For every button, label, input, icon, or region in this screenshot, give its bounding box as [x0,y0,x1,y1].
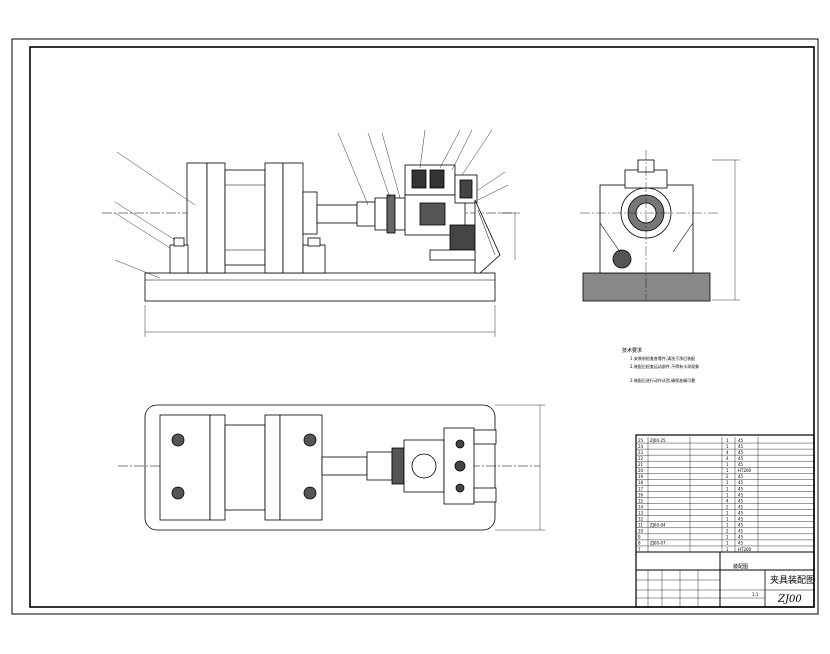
part-material: 45 [738,450,744,455]
tech-requirement-1: 1.安装前检查各零件,清洗干净后装配 [630,355,695,361]
part-code: ZJ00-25 [650,438,666,443]
part-code: ZJ00-07 [650,541,666,546]
part-no: 18 [638,480,644,485]
part-qty: 2 [726,474,729,479]
inner-frame [29,46,815,608]
part-qty: 4 [726,498,729,503]
part-no: 9 [638,535,641,540]
part-material: 45 [738,486,744,491]
part-material: 45 [738,523,744,528]
part-qty: 1 [726,541,729,546]
part-no: 25 [638,438,644,443]
part-no: 13 [638,510,644,515]
part-qty: 1 [726,517,729,522]
part-qty: 1 [726,510,729,515]
part-no: 17 [638,486,644,491]
part-material: 45 [738,462,744,467]
drawing-block-label: 装配图 [733,563,748,570]
part-qty: 1 [726,492,729,497]
tech-requirements: 技术要求 1.安装前检查各零件,清洗干净后装配 2.装配后检查运动部件,不得有卡… [622,347,699,383]
part-no: 21 [638,462,644,467]
part-no: 22 [638,456,644,461]
part-qty: 1 [726,535,729,540]
tech-requirement-3: 3.装配后进行动作试验,确保准确可靠 [630,377,695,383]
part-no: 15 [638,498,644,503]
part-no: 23 [638,450,644,455]
part-no: 8 [638,541,641,546]
title-block [635,434,815,608]
part-no: 16 [638,492,644,497]
part-qty: 1 [726,480,729,485]
part-material: 45 [738,517,744,522]
tech-requirement-2: 2.装配后检查运动部件,不得有卡滞现象 [630,363,699,369]
drawing-scale: 1:1 [752,592,759,597]
top-view [118,404,545,531]
part-code: ZJ00-04 [650,523,666,528]
part-material: 45 [738,535,744,540]
part-qty: 1 [726,547,729,552]
part-qty: 1 [726,462,729,467]
part-no: 20 [638,468,644,473]
part-qty: 1 [726,486,729,491]
part-material: 45 [738,541,744,546]
part-material: 45 [738,474,744,479]
part-no: 14 [638,504,644,509]
part-no: 24 [638,444,644,449]
part-qty: 1 [726,523,729,528]
part-material: 45 [738,456,744,461]
tech-requirements-heading: 技术要求 [622,347,642,354]
part-no: 10 [638,529,644,534]
part-qty: 1 [726,444,729,449]
part-material: 45 [738,444,744,449]
part-qty: 2 [726,504,729,509]
part-material: 45 [738,492,744,497]
part-material: HT200 [738,468,752,473]
part-material: HT200 [738,547,752,552]
part-no: 12 [638,517,644,522]
front-view [102,129,520,337]
part-qty: 4 [726,456,729,461]
side-view [580,150,740,302]
part-no: 19 [638,474,644,479]
part-material: 45 [738,438,744,443]
drawing-title: 夹具装配图 [770,574,815,586]
part-no: 7 [638,547,641,552]
part-qty: 4 [726,450,729,455]
part-material: 45 [738,504,744,509]
part-material: 45 [738,480,744,485]
drawing-code: ZJ00 [777,594,802,605]
part-no: 11 [638,523,644,528]
part-material: 45 [738,510,744,515]
part-material: 45 [738,498,744,503]
part-qty: 1 [726,438,729,443]
outer-border [11,38,819,615]
part-qty: 2 [726,529,729,534]
part-material: 45 [738,529,744,534]
part-qty: 1 [726,468,729,473]
